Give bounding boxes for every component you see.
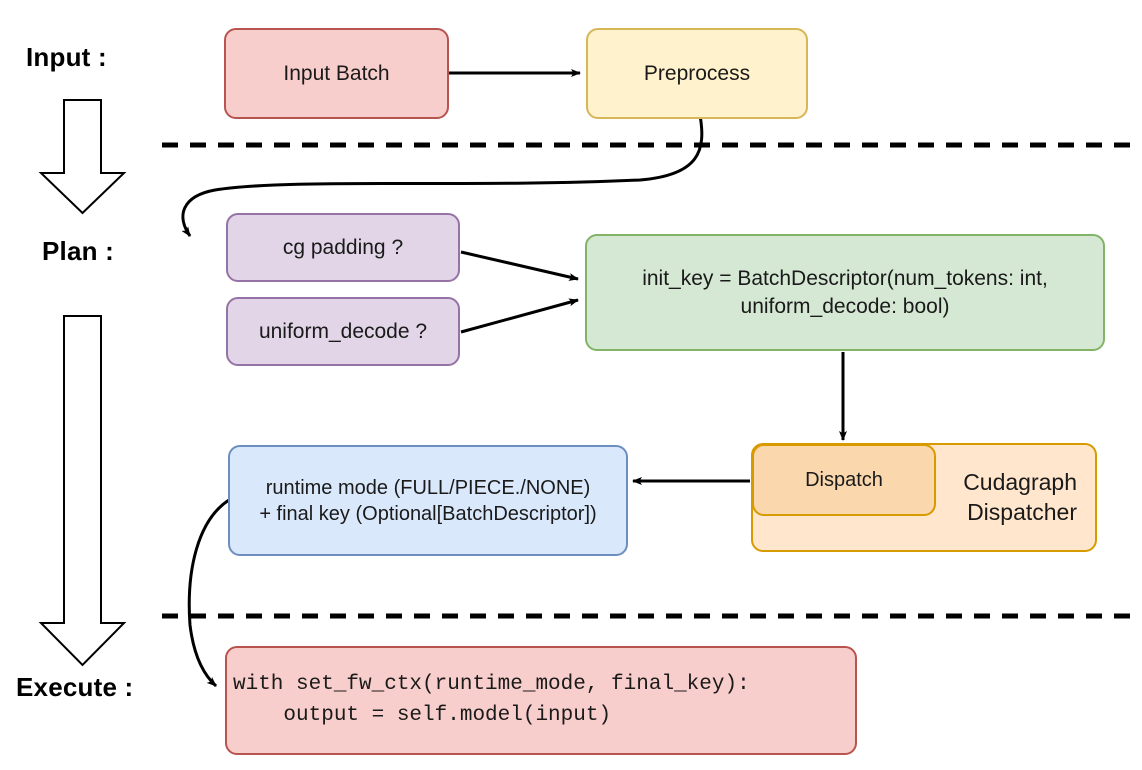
node-dispatch-label: Dispatch — [805, 469, 883, 491]
node-preprocess-label: Preprocess — [643, 61, 751, 85]
stage-label-plan: Plan : — [42, 236, 114, 266]
node-init-key[interactable]: init_key = BatchDescriptor(num_tokens: i… — [585, 234, 1105, 351]
plan-to-execute-block-arrow — [38, 315, 127, 667]
node-uniform-decode[interactable]: uniform_decode ? — [226, 297, 460, 366]
node-runtime-mode[interactable]: runtime mode (FULL/PIECE./NONE) + final … — [228, 445, 628, 556]
node-execute-code[interactable]: with set_fw_ctx(runtime_mode, final_key)… — [225, 646, 857, 755]
node-input-batch[interactable]: Input Batch — [224, 28, 449, 119]
node-preprocess[interactable]: Preprocess — [586, 28, 808, 119]
node-uniform-decode-label: uniform_decode ? — [258, 319, 428, 343]
node-input-batch-label: Input Batch — [283, 61, 390, 85]
node-runtime-mode-line1: runtime mode (FULL/PIECE./NONE) — [265, 476, 591, 499]
node-dispatch[interactable]: Dispatch — [752, 444, 936, 516]
node-runtime-mode-line2: + final key (Optional[BatchDescriptor]) — [259, 502, 597, 525]
uniform-decode-to-init-key-arrow — [460, 298, 579, 334]
cg-padding-to-init-key-arrow — [460, 250, 579, 281]
node-cudagraph-dispatcher-line1: Cudagraph — [963, 468, 1077, 495]
input-to-plan-block-arrow — [38, 99, 127, 215]
stage-label-input: Input : — [26, 42, 107, 72]
stage-label-execute: Execute : — [16, 672, 134, 702]
node-execute-code-line2: output = self.model(input) — [233, 703, 612, 727]
runtime-mode-to-execute-code-arrow — [187, 498, 230, 688]
node-cg-padding[interactable]: cg padding ? — [226, 213, 460, 282]
node-execute-code-line1: with set_fw_ctx(runtime_mode, final_key)… — [233, 673, 750, 697]
node-init-key-line2: uniform_decode: bool) — [740, 294, 950, 318]
node-init-key-line1: init_key = BatchDescriptor(num_tokens: i… — [642, 267, 1048, 291]
node-cg-padding-label: cg padding ? — [282, 235, 404, 259]
node-cudagraph-dispatcher-line2: Dispatcher — [967, 498, 1077, 525]
